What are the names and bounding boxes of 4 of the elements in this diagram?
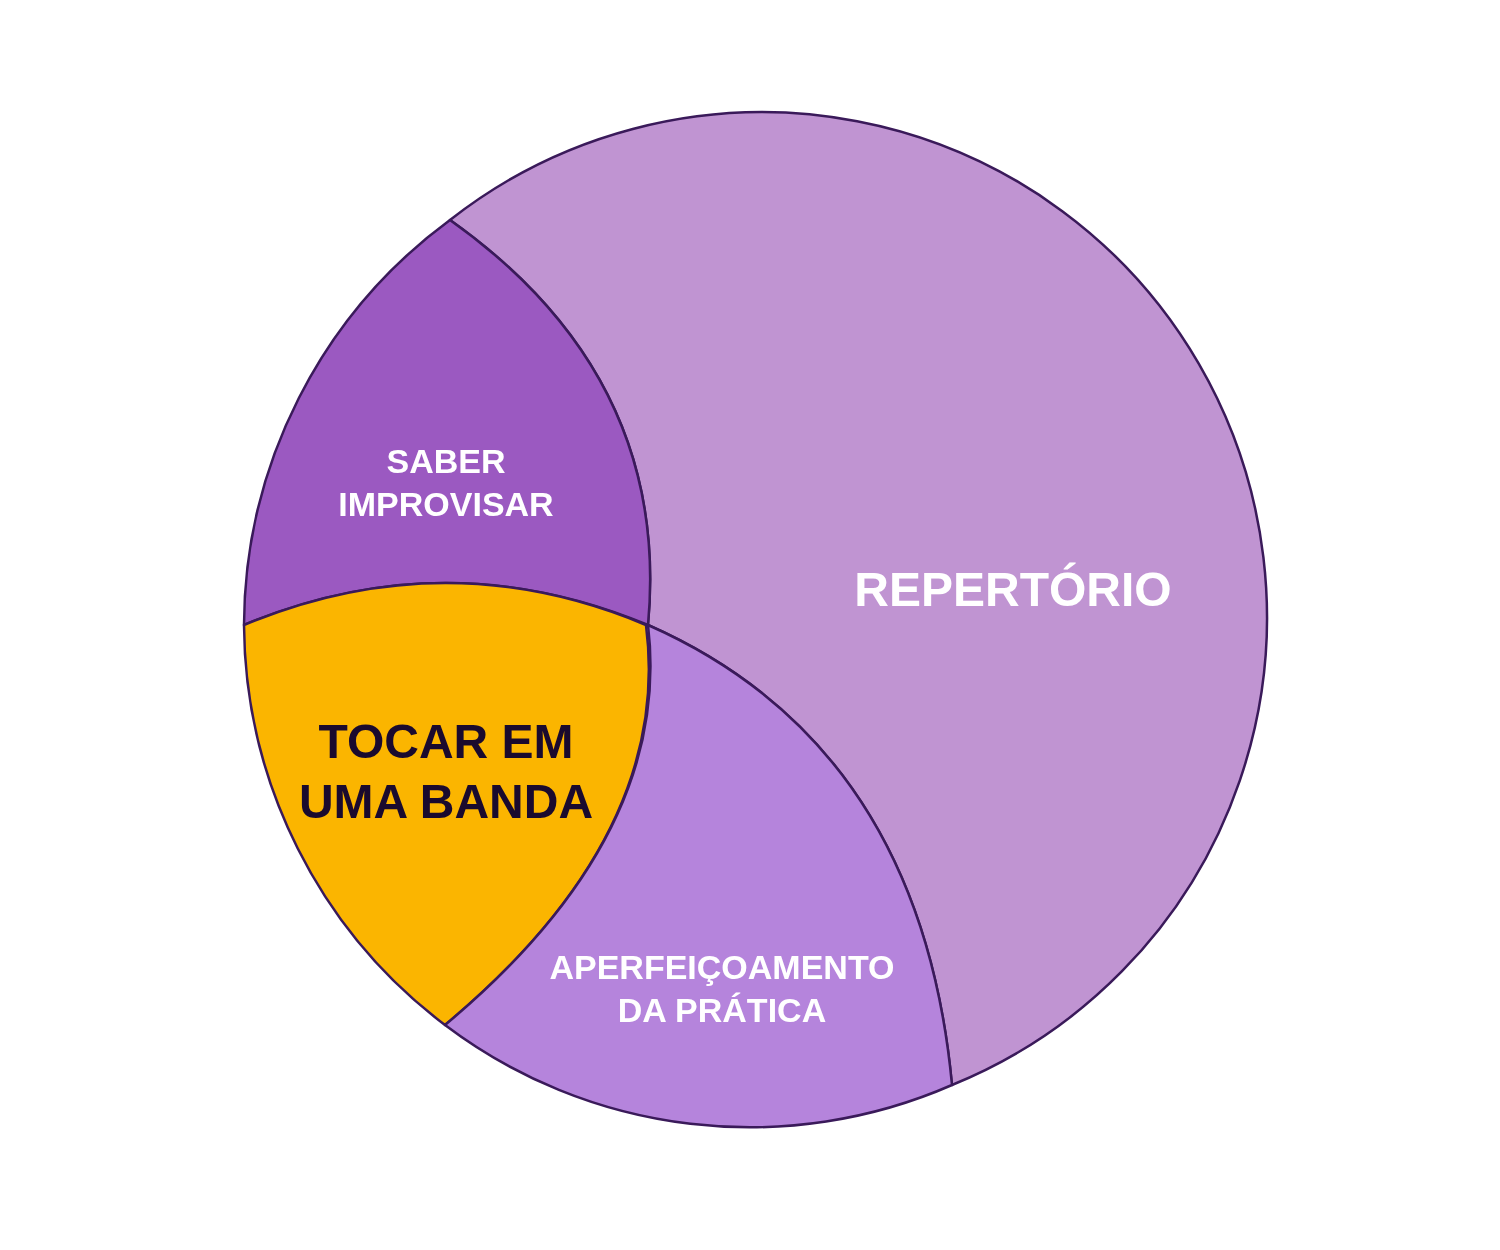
region-label: APERFEIÇOAMENTO DA PRÁTICA <box>548 946 896 1030</box>
region-label: REPERTÓRIO <box>853 561 1173 618</box>
region-label: SABER IMPROVISAR <box>337 440 555 524</box>
region-label: TOCAR EM UMA BANDA <box>297 714 595 830</box>
